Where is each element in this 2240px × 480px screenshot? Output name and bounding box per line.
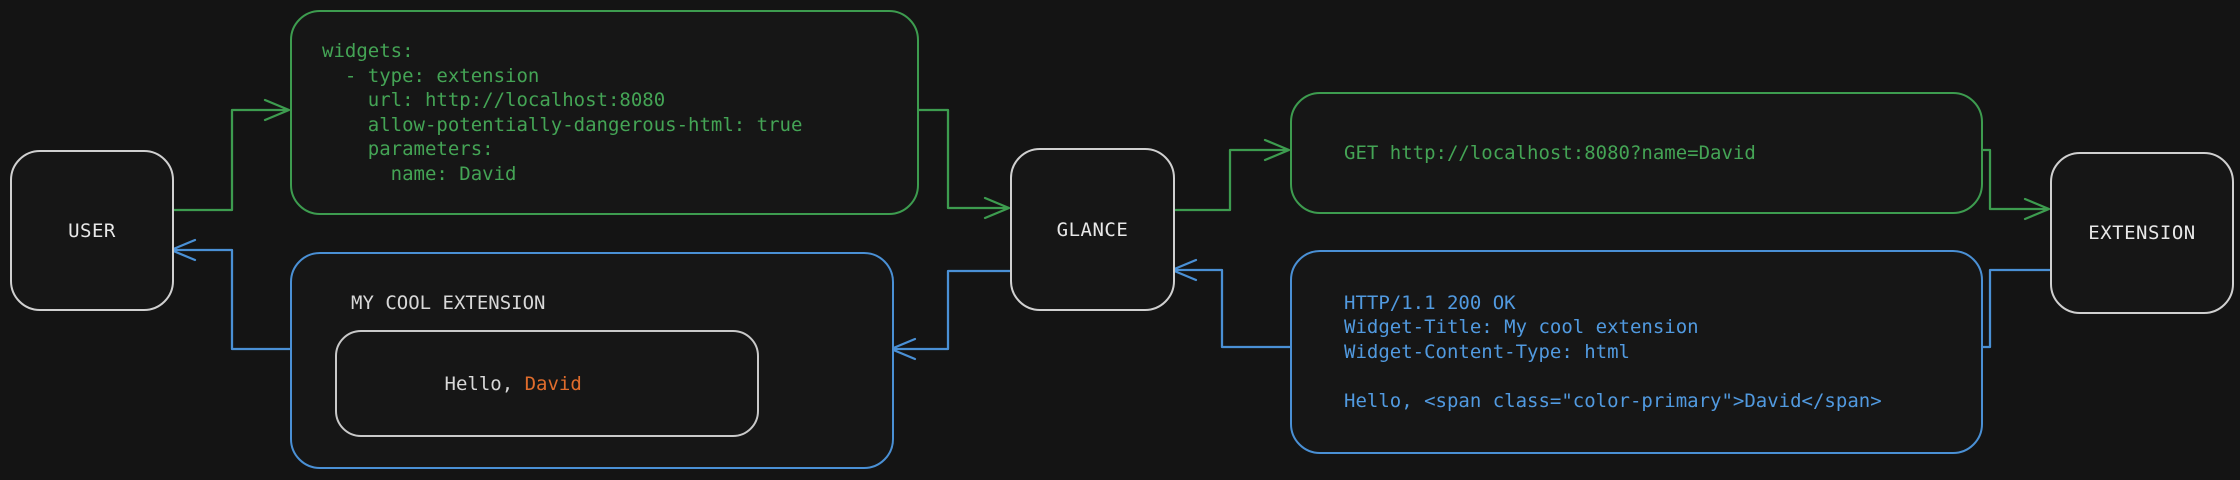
- http-response-line: Hello, <span class="color-primary">David…: [1344, 389, 1882, 412]
- yaml-line: parameters:: [322, 138, 494, 160]
- node-user-label: USER: [68, 219, 116, 242]
- connector-glance-to-request: [1169, 138, 1291, 212]
- http-response-line: [1344, 364, 1981, 389]
- yaml-line: allow-potentially-dangerous-html: true: [322, 113, 803, 136]
- yaml-line: name: David: [322, 162, 517, 185]
- http-request-line: GET http://localhost:8080?name=David: [1344, 141, 1756, 164]
- greeting-prefix: Hello,: [444, 372, 525, 395]
- node-glance-label: GLANCE: [1056, 218, 1129, 241]
- yaml-line: - type: extension: [322, 64, 540, 87]
- http-response-box: HTTP/1.1 200 OK Widget-Title: My cool ex…: [1290, 250, 1983, 454]
- yaml-line: url: http://localhost:8080: [322, 89, 666, 111]
- connector-response-to-glance: [1170, 258, 1292, 349]
- http-response-line: Widget-Content-Type: html: [1344, 340, 1630, 363]
- yaml-config-box: widgets: - type: extension url: http://l…: [290, 10, 919, 215]
- http-response-line: Widget-Title: My cool extension: [1344, 316, 1699, 339]
- node-glance: GLANCE: [1010, 148, 1175, 311]
- widget-preview-title: MY COOL EXTENSION: [351, 292, 546, 314]
- greeting-name: David: [524, 372, 582, 395]
- connector-user-to-config: [168, 98, 291, 212]
- node-extension-label: EXTENSION: [2088, 222, 2196, 244]
- node-extension: EXTENSION: [2050, 152, 2234, 314]
- connector-glance-to-widget: [889, 269, 1012, 361]
- http-response-line: HTTP/1.1 200 OK: [1344, 291, 1516, 314]
- node-user: USER: [10, 150, 174, 311]
- widget-greeting-text: Hello, David: [337, 351, 582, 417]
- widget-preview-box: MY COOL EXTENSION Hello, David: [290, 252, 894, 469]
- widget-greeting-box: Hello, David: [335, 330, 759, 437]
- connector-widget-to-user: [169, 238, 292, 351]
- yaml-line: widgets:: [322, 40, 414, 62]
- http-request-box: GET http://localhost:8080?name=David: [1290, 92, 1983, 214]
